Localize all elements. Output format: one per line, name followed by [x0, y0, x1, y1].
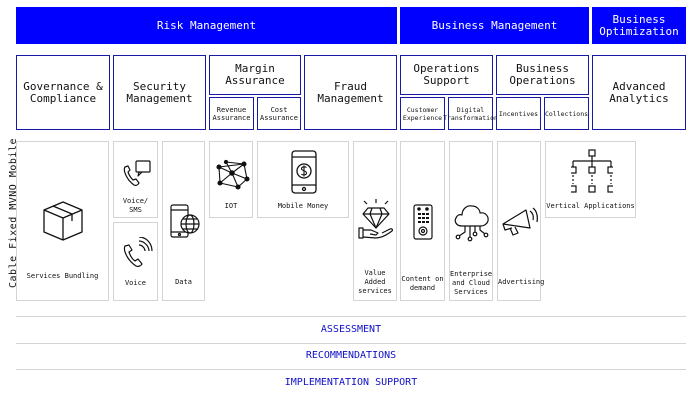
box-governance-compliance: Governance & Compliance: [16, 55, 110, 130]
box-cost-assurance: Cost Assurance: [257, 97, 301, 130]
assessment-label: ASSESSMENT: [320, 324, 382, 335]
divider: [16, 369, 686, 370]
divider: [16, 316, 686, 317]
tile-vertical-applications: Vertical Applications: [545, 141, 636, 218]
recommendations-label: RECOMMENDATIONS: [305, 350, 397, 361]
tile-content-on-demand: Content on demand: [400, 141, 445, 301]
tile-label: Voice: [124, 279, 147, 287]
box-security-management: Security Management: [113, 55, 206, 130]
box-incentives: Incentives: [496, 97, 541, 130]
tile-services-bundling: Services Bundling: [16, 141, 109, 301]
box-revenue-assurance: Revenue Assurance: [209, 97, 254, 130]
box-business-operations: Business Operations: [496, 55, 589, 95]
hierarchy-icon: [571, 149, 613, 195]
tile-label: Advertising: [498, 278, 545, 286]
header-risk-management: Risk Management: [16, 7, 397, 44]
tile-voice-sms: Voice/ SMS: [113, 141, 158, 218]
phone-ringing-icon: [121, 237, 153, 269]
smartphone-dollar-icon: [290, 150, 318, 194]
tile-label: Enterprise and Cloud Services: [450, 270, 493, 296]
megaphone-icon: [500, 204, 540, 240]
tile-label: Data: [175, 278, 192, 286]
box-fraud-management: Fraud Management: [304, 55, 397, 130]
divider: [16, 343, 686, 344]
tile-value-added: Value Added services: [353, 141, 397, 301]
hand-diamond-icon: [358, 198, 394, 242]
tile-label: Value Added services: [358, 269, 392, 295]
box-operations-support: Operations Support: [400, 55, 493, 95]
box-icon: [41, 198, 85, 244]
tile-label: Content on demand: [401, 275, 444, 292]
tile-voice: Voice: [113, 222, 158, 301]
tile-data: Data: [162, 141, 205, 301]
tile-label: IOT: [224, 202, 238, 210]
tile-label: Services Bundling: [26, 272, 99, 280]
tile-advertising: Advertising: [497, 141, 545, 301]
header-business-management: Business Management: [400, 7, 589, 44]
box-collections: Collections: [544, 97, 589, 130]
network-nodes-icon: [214, 159, 250, 191]
implementation-support-label: IMPLEMENTATION SUPPORT: [284, 377, 418, 388]
tile-iot: IOT: [209, 141, 253, 218]
cloud-circuit-icon: [453, 202, 491, 242]
phone-chat-icon: [122, 159, 152, 187]
tile-label: Voice/ SMS: [122, 197, 149, 214]
remote-control-icon: [413, 204, 433, 240]
box-digital-transformation: Digital Transformation: [443, 97, 498, 130]
tile-mobile-money: Mobile Money: [257, 141, 349, 218]
tile-label: Vertical Applications: [546, 202, 635, 210]
tile-label: Mobile Money: [277, 202, 329, 210]
box-advanced-analytics: Advanced Analytics: [592, 55, 686, 130]
box-customer-experience: Customer Experience: [400, 97, 445, 130]
smartphone-globe-icon: [170, 204, 200, 240]
tile-enterprise-cloud: Enterprise and Cloud Services: [449, 141, 493, 301]
box-margin-assurance: Margin Assurance: [209, 55, 301, 95]
header-business-optimization: Business Optimization: [592, 7, 686, 44]
